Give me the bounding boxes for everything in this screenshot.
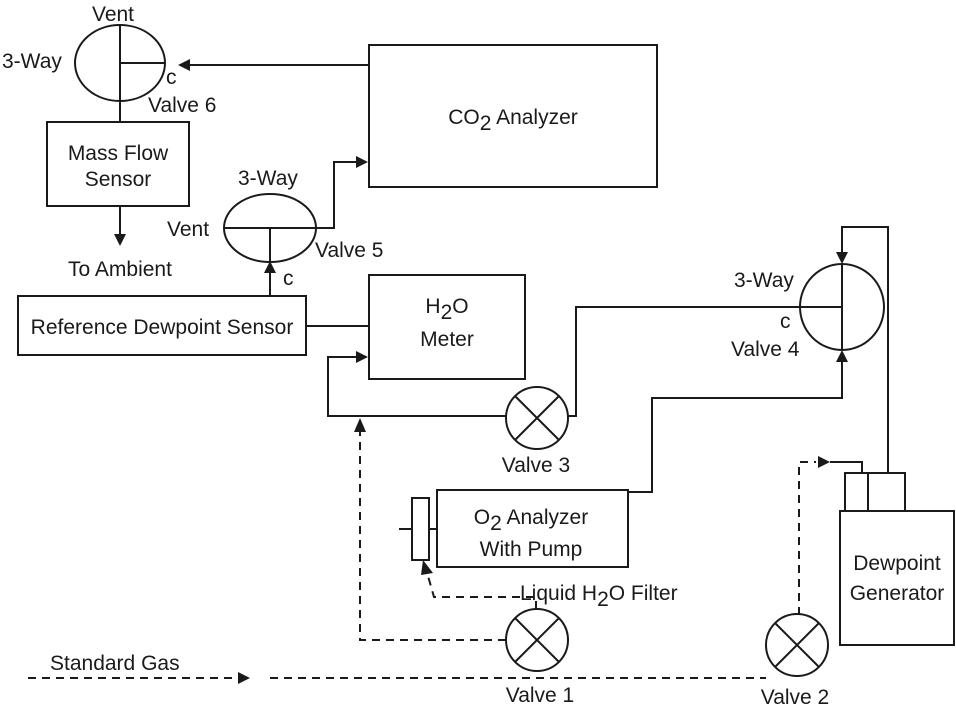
co2-analyzer-box xyxy=(368,44,658,188)
o2-analyzer-box xyxy=(436,489,629,568)
arrow-valve2-up xyxy=(818,456,830,468)
h2o-text: H xyxy=(425,295,440,318)
co2-analyzer: CO2 Analyzer xyxy=(368,44,658,188)
line-dewgen-to-valve4 xyxy=(841,226,889,473)
valve-5-vent-label: Vent xyxy=(167,218,209,241)
h2o-meter-box xyxy=(368,274,526,380)
valve-6-type-label: 3-Way xyxy=(2,50,62,73)
valve-3: Valve 3 xyxy=(502,386,571,477)
filter-body xyxy=(411,497,430,561)
line-valve2-to-dewgen xyxy=(798,461,816,615)
h2o-text-rest: O xyxy=(452,295,468,318)
line-valve3-to-valve4 xyxy=(568,306,800,417)
dewpoint-generator: Dewpoint Generator xyxy=(839,472,955,646)
valve-5: 3-Way Vent Valve 5 c xyxy=(167,167,384,290)
mass-flow-sensor-box xyxy=(46,121,190,207)
valve-6-label: Valve 6 xyxy=(148,94,217,117)
valve-5-label: Valve 5 xyxy=(315,239,384,262)
line-valve1-to-filter xyxy=(427,575,537,609)
line-to-dewgen-inlet xyxy=(830,461,863,473)
o2-text: O xyxy=(474,506,490,529)
h2o-meter: H2O Meter xyxy=(368,274,526,380)
co2-analyzer-label: CO2 Analyzer xyxy=(448,106,578,135)
dewpoint-generator-top xyxy=(844,472,906,512)
valve-1-label: Valve 1 xyxy=(506,684,575,707)
valve-4-label: Valve 4 xyxy=(731,338,800,361)
arrow-into-loop xyxy=(354,418,366,432)
o2-analyzer: O2 Analyzer With Pump xyxy=(436,489,629,568)
filter-text-rest: O Filter xyxy=(609,582,678,605)
h2o-subscript: 2 xyxy=(441,301,453,324)
arrow-into-valve6 xyxy=(178,59,190,71)
o2-label: O2 Analyzer xyxy=(474,506,588,535)
with-pump-label: With Pump xyxy=(480,538,583,561)
standard-gas-label: Standard Gas xyxy=(50,652,180,675)
valve-3-label: Valve 3 xyxy=(502,454,571,477)
o2-subscript: 2 xyxy=(490,512,502,535)
mass-flow-label-1: Mass Flow xyxy=(68,142,169,165)
reference-dewpoint-sensor-box xyxy=(17,295,307,356)
mass-flow-label-2: Sensor xyxy=(85,168,152,191)
valve-4: 3-Way c Valve 4 xyxy=(731,263,885,361)
valve-1-cross xyxy=(514,617,560,663)
dewpoint-generator-label-1: Dewpoint xyxy=(853,552,941,575)
arrow-standard-gas xyxy=(238,672,250,684)
valve-4-type-label: 3-Way xyxy=(734,269,794,292)
valve-6: Vent 3-Way c Valve 6 xyxy=(2,3,217,117)
dewpoint-generator-label-2: Generator xyxy=(850,582,945,605)
valve-5-type-label: 3-Way xyxy=(238,167,298,190)
vent-top-label: Vent xyxy=(92,3,134,26)
valve-1: Valve 1 xyxy=(505,608,575,707)
o2-text-rest: Analyzer xyxy=(502,506,588,529)
liquid-h2o-filter: Liquid H2O Filter xyxy=(399,497,678,611)
filter-subscript: 2 xyxy=(597,588,609,611)
h2o-label: H2O xyxy=(425,295,468,324)
valve-2: Valve 2 xyxy=(761,613,830,708)
piping xyxy=(28,59,889,684)
arrow-into-co2 xyxy=(356,156,368,168)
valve-5-c-label: c xyxy=(283,267,294,290)
line-valve5-to-co2 xyxy=(315,161,356,229)
line-valve3-to-h2o xyxy=(327,356,506,417)
valve-2-cross xyxy=(774,622,820,668)
co2-text-rest: Analyzer xyxy=(491,106,577,129)
reference-dewpoint-sensor-label: Reference Dewpoint Sensor xyxy=(31,316,294,339)
valve-5-ports xyxy=(224,227,316,262)
arrow-into-valve4-top xyxy=(836,252,848,264)
co2-subscript: 2 xyxy=(480,112,492,135)
to-ambient-label: To Ambient xyxy=(68,258,172,281)
valve-2-label: Valve 2 xyxy=(761,686,830,708)
arrow-into-valve5 xyxy=(264,261,276,273)
arrow-into-h2o xyxy=(356,351,368,363)
co2-text: CO xyxy=(448,106,480,129)
arrow-to-ambient xyxy=(114,234,126,246)
line-o2-to-valve4 xyxy=(628,362,843,493)
valve-4-c-label: c xyxy=(780,310,791,333)
line-valve1-to-loop xyxy=(359,432,506,641)
valve-6-ports xyxy=(119,25,165,101)
valve-3-cross xyxy=(514,395,560,441)
dewpoint-generator-box xyxy=(839,510,955,646)
arrow-into-valve4-bottom xyxy=(836,350,848,362)
mass-flow-sensor: Mass Flow Sensor xyxy=(46,121,190,207)
valve-6-c-label: c xyxy=(166,66,177,89)
arrow-into-filter xyxy=(421,560,433,575)
meter-label: Meter xyxy=(420,328,474,351)
filter-label: Liquid H2O Filter xyxy=(520,582,678,611)
reference-dewpoint-sensor: Reference Dewpoint Sensor xyxy=(17,295,307,356)
valve-4-ports xyxy=(800,264,843,350)
filter-text: Liquid H xyxy=(520,582,597,605)
